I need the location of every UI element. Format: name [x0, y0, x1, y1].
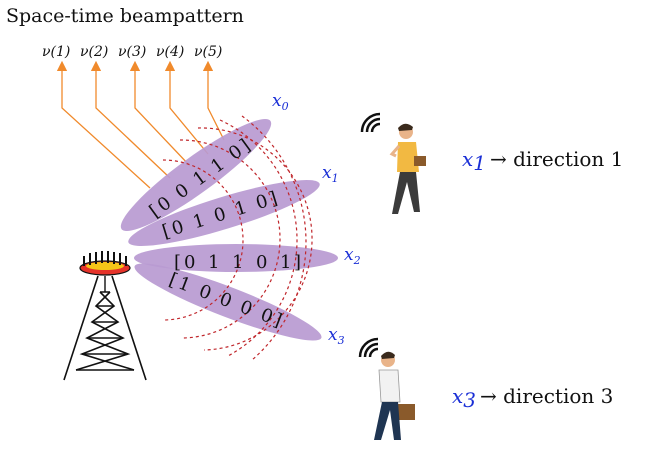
vector-label-4: ν(4) [156, 44, 184, 60]
vector-label-3: ν(3) [118, 44, 146, 60]
wifi-signal-icon [360, 112, 381, 133]
vector-label-1: ν(1) [42, 44, 70, 60]
direction-3-label: x3→ direction 3 [452, 384, 613, 412]
wifi-signal-icon [358, 337, 379, 358]
feed-line-2 [90, 60, 171, 179]
diagram-title: Space-time beampattern [6, 5, 244, 27]
feed-line-3 [129, 60, 191, 167]
bit: 1 [280, 252, 291, 273]
wavefront-arc-5 [241, 115, 307, 361]
wavefront-arc-3 [197, 127, 313, 351]
beam-label-x2: x2 [344, 245, 361, 267]
beam-x1 [128, 180, 320, 246]
beam-label-x0: x0 [272, 91, 289, 113]
cell-tower-icon [63, 251, 147, 381]
vector-label-2: ν(2) [80, 44, 108, 60]
bit: 0 [184, 252, 195, 273]
direction-1-label: x1→ direction 1 [462, 147, 623, 175]
beam-label-x1: x1 [322, 163, 339, 185]
bit: 1 [208, 252, 219, 273]
beam-label-x3: x3 [328, 325, 345, 347]
feed-line-1 [56, 60, 151, 189]
beam-x0 [120, 118, 272, 232]
svg-text:]: ] [294, 252, 301, 273]
person-with-phone-icon [360, 112, 426, 214]
feed-line-4 [164, 60, 209, 155]
wavefront-arc-1 [162, 159, 244, 321]
bit: 1 [232, 252, 243, 273]
bit-vector-x3: [ 1 0 0 0 0 ] [166, 269, 285, 331]
bit-vector-x2: [ 0 1 1 0 1 ] [174, 252, 301, 273]
businessman-with-phone-icon [358, 337, 415, 440]
wavefront-arc-4 [219, 119, 298, 357]
bit: 0 [256, 252, 267, 273]
svg-text:[: [ [174, 252, 181, 273]
vector-label-5: ν(5) [194, 44, 222, 60]
beam-x2 [134, 244, 338, 272]
wavefront-arcs [162, 115, 313, 361]
wavefront-arc-2 [179, 139, 281, 339]
